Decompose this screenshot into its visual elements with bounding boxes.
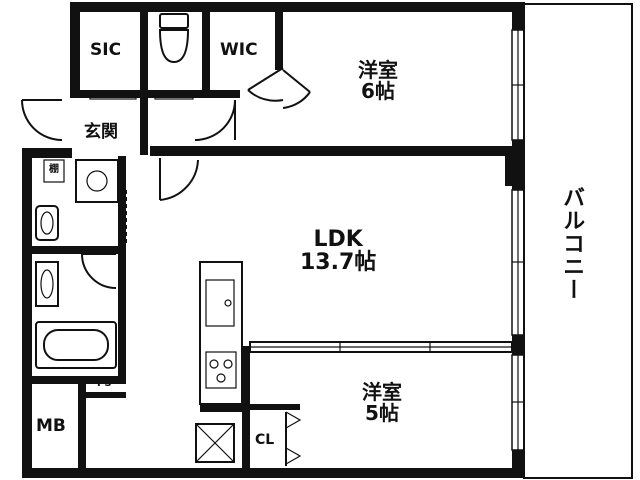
wall-utility-right: [118, 156, 126, 246]
shelf: [43, 159, 65, 183]
western-room-2-size: 5帖: [365, 401, 399, 425]
wall-kitchen-bottom: [200, 404, 244, 412]
wall-ps-bottom: [86, 392, 126, 398]
sic-label: SIC: [90, 40, 122, 60]
kitchen-counter: [199, 261, 243, 405]
ldk-name: LDK: [313, 227, 363, 252]
toilet-fixture: [158, 13, 190, 64]
wall-entrance-right: [140, 97, 148, 155]
window-right-middle: [511, 189, 525, 336]
western-room-2-label: 洋室 5帖: [362, 382, 402, 424]
western-room-2-name: 洋室: [362, 380, 402, 404]
wall-sic-right: [140, 2, 148, 97]
mb-label: MB: [36, 416, 66, 436]
outer-wall-top: [70, 2, 525, 12]
wall-wc-right: [202, 2, 210, 97]
washing-machine-pan: [75, 159, 119, 203]
wall-mb-right: [78, 384, 86, 474]
western-room-1-size: 6帖: [361, 79, 395, 103]
wall-closet-top: [250, 404, 300, 410]
wall-western1-bottom: [150, 146, 512, 156]
bathroom-basin: [35, 261, 59, 307]
balcony-label: バルコニー: [559, 186, 585, 301]
outer-wall-left-lower: [22, 148, 32, 478]
western-room-1-label: 洋室 6帖: [358, 60, 398, 102]
ldk-door: [159, 158, 199, 201]
cl-label: CL: [255, 432, 275, 448]
window-right-lower: [511, 354, 525, 451]
wall-bath-bottom: [32, 376, 126, 384]
wic-door: [247, 67, 311, 109]
ps-label: PS: [97, 378, 112, 389]
window-right-upper: [511, 29, 525, 141]
outer-wall-left-upper: [70, 2, 80, 94]
wall-bath-right: [118, 246, 126, 376]
ldk-size: 13.7帖: [300, 250, 377, 276]
wic-label: WIC: [220, 40, 258, 60]
balcony-outline: [523, 3, 633, 479]
bathroom-door: [81, 253, 117, 289]
outer-wall-bottom: [22, 468, 522, 478]
washroom-sink: [35, 205, 59, 241]
ldk-label: LDK 13.7帖: [300, 228, 376, 274]
wall-pillar-right: [505, 146, 519, 186]
outer-wall-entrance-left: [22, 148, 72, 158]
fridge-space: [195, 423, 235, 463]
wall-bath-top: [32, 246, 126, 254]
entrance-door: [21, 92, 236, 141]
wall-western2-left: [242, 346, 250, 472]
closet-doors: [285, 411, 302, 466]
entrance-label: 玄関: [84, 122, 118, 142]
western-room-1-name: 洋室: [358, 58, 398, 82]
bathtub: [35, 321, 117, 369]
wall-wic-right: [275, 2, 283, 70]
sliding-partition: [249, 341, 513, 353]
shelf-label: 棚: [49, 164, 59, 175]
